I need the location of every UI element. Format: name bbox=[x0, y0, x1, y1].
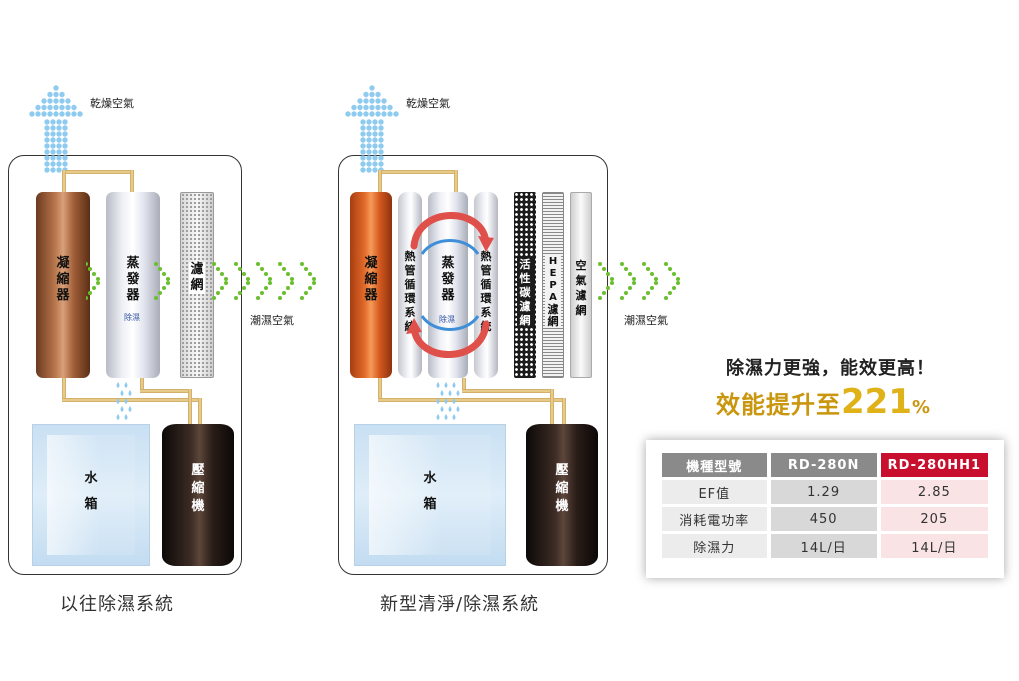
headline-boost: 效能提升至221% bbox=[716, 382, 931, 422]
evaporator-label-old: 蒸發器 bbox=[126, 256, 140, 303]
pipe-left-top-new bbox=[378, 170, 382, 192]
condenser-label-new: 凝縮器 bbox=[364, 256, 378, 303]
compressor-label-old: 壓縮機 bbox=[191, 463, 205, 514]
evaporator-old bbox=[106, 192, 160, 378]
dry-air-label-new: 乾燥空氣 bbox=[406, 97, 450, 110]
compressor-label-new: 壓縮機 bbox=[555, 463, 569, 514]
pipe-right-top-old bbox=[130, 170, 134, 192]
humid-air-label-old: 潮濕空氣 bbox=[250, 314, 294, 327]
pipe-cond-down-new bbox=[378, 378, 382, 402]
compressor-new bbox=[526, 424, 598, 566]
pipe-evap-comp-old bbox=[188, 389, 192, 424]
pipe-evap-h-new bbox=[462, 389, 554, 393]
dry-air-label-old: 乾燥空氣 bbox=[90, 97, 134, 110]
condenser-new bbox=[350, 192, 392, 378]
cell-capacity-old: 14L/日 bbox=[770, 534, 877, 558]
water-tank-new bbox=[354, 424, 506, 566]
compressor-old bbox=[162, 424, 234, 566]
pipe-evap-down-new bbox=[462, 378, 466, 392]
pipe-evap-h-old bbox=[140, 389, 190, 393]
heat-pipe-left bbox=[398, 192, 422, 378]
water-droplets-old bbox=[116, 382, 132, 420]
pipe-bottom-old bbox=[62, 398, 202, 402]
cell-ef-new: 2.85 bbox=[880, 480, 988, 504]
row-label-power: 消耗電功率 bbox=[662, 507, 767, 531]
cell-power-old: 450 bbox=[770, 507, 877, 531]
condenser-old bbox=[36, 192, 90, 378]
pipe-comp-old bbox=[198, 398, 202, 424]
pipe-cond-down-old bbox=[62, 378, 66, 402]
cell-capacity-new: 14L/日 bbox=[880, 534, 988, 558]
filter-net-label-old: 濾網 bbox=[189, 262, 205, 294]
evaporator-label-new: 蒸發器 bbox=[441, 256, 455, 303]
headline-boost-number: 221 bbox=[841, 382, 912, 422]
header-rd-280hh1: RD-280HH1 bbox=[880, 453, 988, 477]
water-droplets-new bbox=[436, 382, 460, 420]
dry-air-up-arrow-old bbox=[29, 85, 83, 173]
water-tank-label-old: 水箱 bbox=[84, 471, 98, 512]
pipe-bottom-new bbox=[378, 398, 566, 402]
table-row: 消耗電功率 450 205 bbox=[662, 507, 988, 531]
pipe-comp-new bbox=[562, 398, 566, 424]
headline-boost-suffix: % bbox=[911, 397, 932, 418]
old-system-caption: 以往除濕系統 bbox=[60, 594, 174, 615]
evaporator-new bbox=[428, 192, 468, 378]
pipe-top-new bbox=[378, 170, 458, 174]
table-header-row: 機種型號 RD-280N RD-280HH1 bbox=[662, 453, 988, 477]
table-row: EF值 1.29 2.85 bbox=[662, 480, 988, 504]
cell-power-new: 205 bbox=[880, 507, 988, 531]
heat-pipe-cycle-arrows bbox=[406, 212, 494, 358]
pipe-right-top-new bbox=[454, 170, 458, 192]
pipe-top-old bbox=[62, 170, 134, 174]
new-system-caption: 新型清淨/除濕系統 bbox=[380, 594, 540, 615]
humid-air-flow-old bbox=[86, 262, 316, 300]
carbon-filter-label: 活性碳濾網 bbox=[517, 258, 533, 328]
humid-air-label-new: 潮濕空氣 bbox=[624, 314, 668, 327]
dry-air-up-arrow-new bbox=[345, 85, 399, 173]
pipe-evap-comp-new bbox=[550, 389, 554, 424]
air-filter bbox=[570, 192, 592, 378]
header-model: 機種型號 bbox=[662, 453, 767, 477]
pipe-evap-down-old bbox=[140, 378, 144, 392]
table-row: 除濕力 14L/日 14L/日 bbox=[662, 534, 988, 558]
dehumid-tag-old: 除濕 bbox=[124, 313, 140, 322]
water-tank-old bbox=[32, 424, 150, 566]
water-tank-label-new: 水箱 bbox=[423, 471, 437, 512]
spec-comparison-table: 機種型號 RD-280N RD-280HH1 EF值 1.29 2.85 消耗電… bbox=[646, 440, 1004, 578]
row-label-capacity: 除濕力 bbox=[662, 534, 767, 558]
row-label-ef: EF值 bbox=[662, 480, 767, 504]
air-filter-label: 空氣濾網 bbox=[575, 259, 587, 317]
headline-efficiency: 除濕力更強，能效更高！ bbox=[726, 358, 935, 379]
cell-ef-old: 1.29 bbox=[770, 480, 877, 504]
dehumid-tag-new: 除濕 bbox=[439, 315, 455, 324]
condenser-label-old: 凝縮器 bbox=[56, 256, 70, 303]
humid-air-flow-new bbox=[598, 262, 680, 300]
headline-boost-prefix: 效能提升至 bbox=[716, 391, 841, 419]
pipe-left-top-old bbox=[62, 170, 66, 192]
header-rd-280n: RD-280N bbox=[770, 453, 877, 477]
